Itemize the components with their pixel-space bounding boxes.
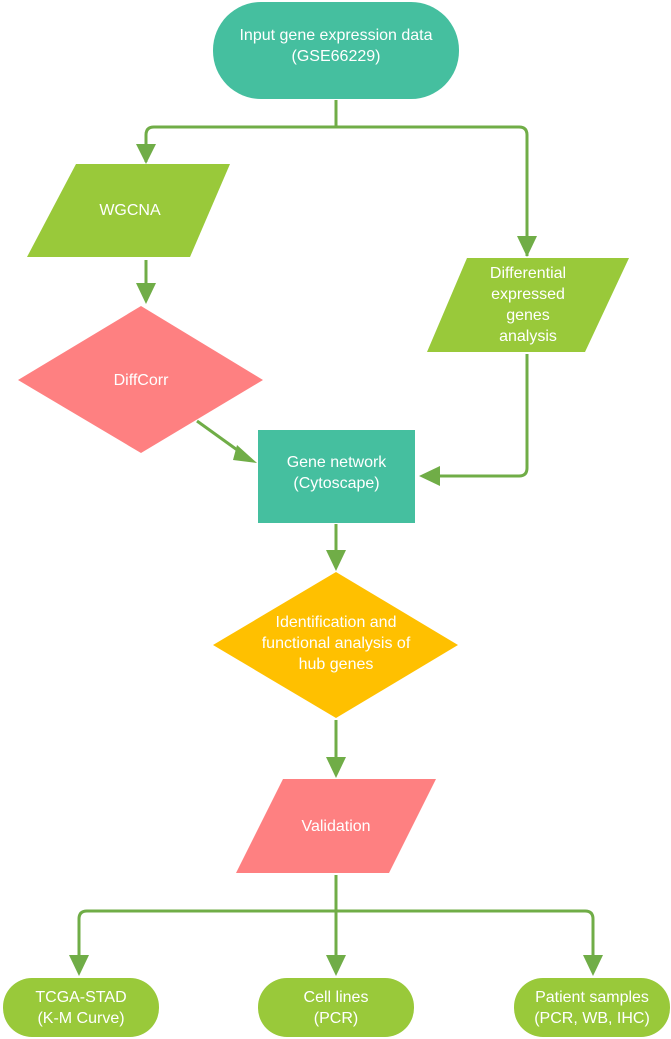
network-line2: (Cytoscape) — [293, 474, 380, 492]
wgcna-node-shape — [27, 164, 230, 257]
diffcorr-node-shape — [18, 306, 263, 453]
arrow-to-tcga — [77, 909, 336, 962]
hub-line1: Identification and — [275, 613, 397, 631]
tcga-line1: TCGA-STAD — [35, 988, 127, 1006]
deg-line1: Differential — [489, 265, 567, 282]
deg-line3: genes — [506, 307, 550, 324]
network-node: Gene network (Cytoscape) — [258, 445, 415, 500]
wgcna-node: WGCNA — [50, 164, 210, 257]
tcga-line2: (K-M Curve) — [37, 1009, 125, 1027]
arrow-to-deg — [336, 125, 529, 256]
network-line1: Gene network — [286, 453, 387, 471]
arrow-to-patients — [336, 909, 595, 962]
tcga-node: TCGA-STAD (K-M Curve) — [3, 978, 159, 1037]
arrowhead-icon — [233, 445, 257, 463]
arrowhead-icon — [69, 955, 89, 976]
patients-line2: (PCR, WB, IHC) — [534, 1009, 650, 1027]
cells-line1: Cell lines — [303, 988, 369, 1006]
patients-node-shape — [514, 978, 670, 1037]
cells-node-shape — [258, 978, 414, 1037]
validation-node: Validation — [256, 779, 416, 873]
arrowhead-icon — [136, 144, 156, 164]
arrowhead-icon — [136, 283, 156, 304]
arrowhead-icon — [326, 757, 346, 778]
network-node-shape — [258, 430, 415, 523]
arrowhead-icon — [583, 955, 603, 976]
patients-line1: Patient samples — [535, 988, 649, 1006]
patients-node: Patient samples (PCR, WB, IHC) — [514, 978, 670, 1037]
diffcorr-node: DiffCorr — [60, 360, 222, 400]
hub-node: Identification and functional analysis o… — [226, 610, 446, 676]
arrow-deg-network — [428, 354, 529, 478]
input-node-shape — [213, 2, 459, 99]
hub-line3: hub genes — [298, 655, 374, 673]
input-line2: (GSE66229) — [291, 47, 381, 65]
deg-node-shape — [427, 258, 629, 352]
hub-node-shape — [213, 572, 458, 718]
diffcorr-label: DiffCorr — [113, 371, 169, 389]
input-node: Input gene expression data (GSE66229) — [213, 18, 459, 73]
arrowhead-icon — [326, 550, 346, 571]
cells-line2: (PCR) — [313, 1009, 359, 1027]
arrowhead-icon — [419, 466, 440, 486]
cells-node: Cell lines (PCR) — [258, 978, 414, 1037]
hub-line2: functional analysis of — [261, 634, 411, 652]
tcga-node-shape — [3, 978, 159, 1037]
input-line1: Input gene expression data — [239, 26, 433, 44]
wgcna-label: WGCNA — [99, 202, 161, 219]
deg-line4: analysis — [499, 328, 557, 345]
deg-line2: expressed — [491, 286, 565, 303]
validation-label: Validation — [301, 817, 371, 835]
arrow-to-wgcna — [144, 125, 336, 162]
validation-node-shape — [236, 779, 436, 873]
deg-node: Differential expressed genes analysis — [447, 258, 609, 352]
arrowhead-icon — [517, 236, 537, 257]
arrowhead-icon — [326, 955, 346, 976]
